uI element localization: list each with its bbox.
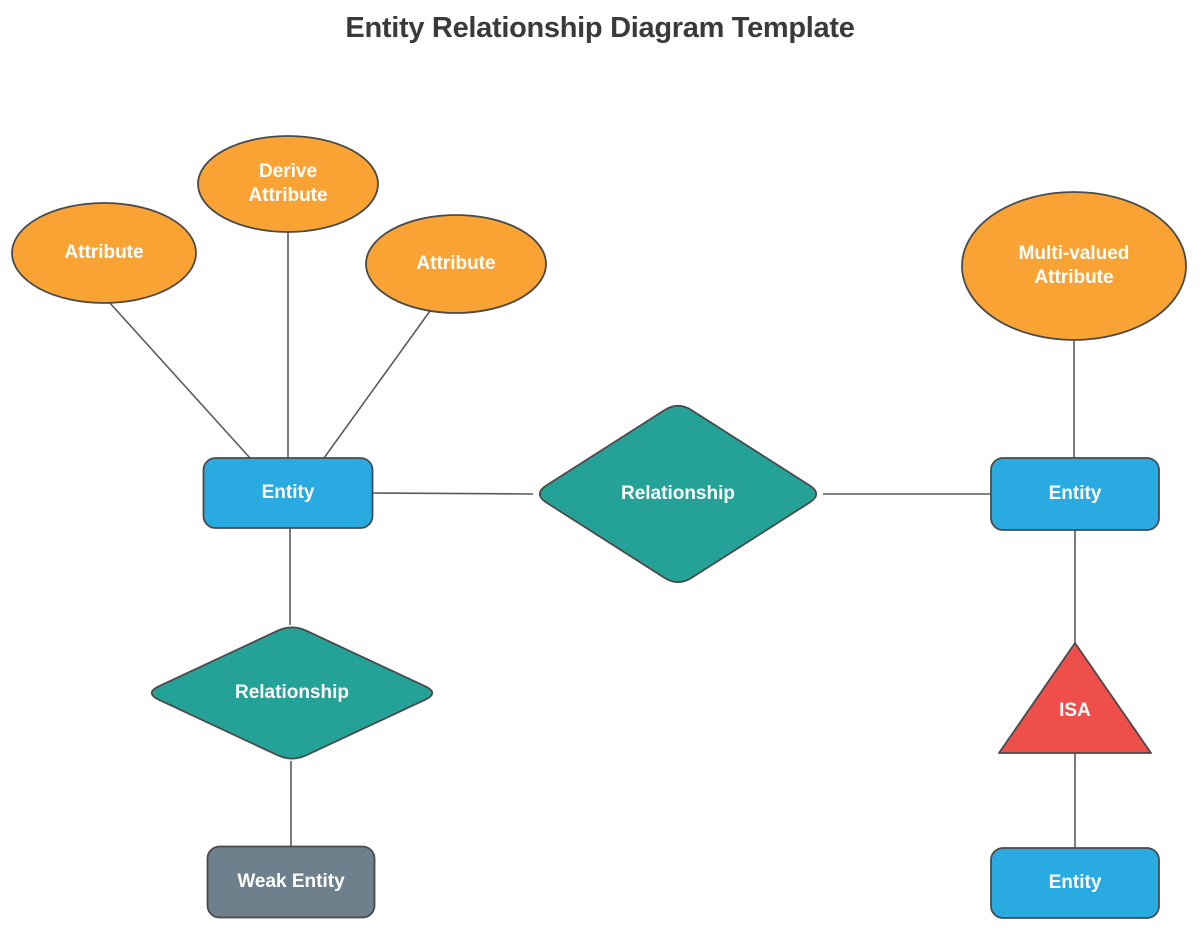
edge-layer [108, 232, 1076, 848]
relationship-shape[interactable] [538, 404, 818, 584]
node-entity_sub[interactable]: Entity [990, 847, 1160, 919]
node-attr1[interactable]: Attribute [11, 202, 197, 304]
derived-attribute-shape[interactable] [197, 135, 379, 233]
relationship-shape[interactable] [150, 626, 434, 760]
page-title: Entity Relationship Diagram Template [345, 12, 855, 44]
node-entity_right[interactable]: Entity [990, 457, 1160, 531]
weak-entity-shape[interactable] [206, 845, 376, 919]
node-rel_center[interactable]: Relationship [538, 404, 818, 584]
node-weak_entity[interactable]: Weak Entity [206, 845, 376, 919]
entity-shape[interactable] [990, 457, 1160, 531]
connector-line [323, 310, 431, 459]
attribute-shape[interactable] [11, 202, 197, 304]
connector-line [108, 301, 251, 459]
node-attr2[interactable]: Attribute [365, 214, 547, 314]
node-entity_left[interactable]: Entity [202, 457, 374, 529]
multivalued-attribute-shape[interactable] [961, 191, 1187, 341]
isa-shape[interactable] [998, 642, 1152, 754]
entity-shape[interactable] [990, 847, 1160, 919]
node-isa[interactable]: ISA [998, 642, 1152, 754]
connector-line [372, 492, 534, 495]
node-rel_weak[interactable]: Relationship [150, 626, 434, 760]
attribute-shape[interactable] [365, 214, 547, 314]
entity-shape[interactable] [202, 457, 374, 529]
